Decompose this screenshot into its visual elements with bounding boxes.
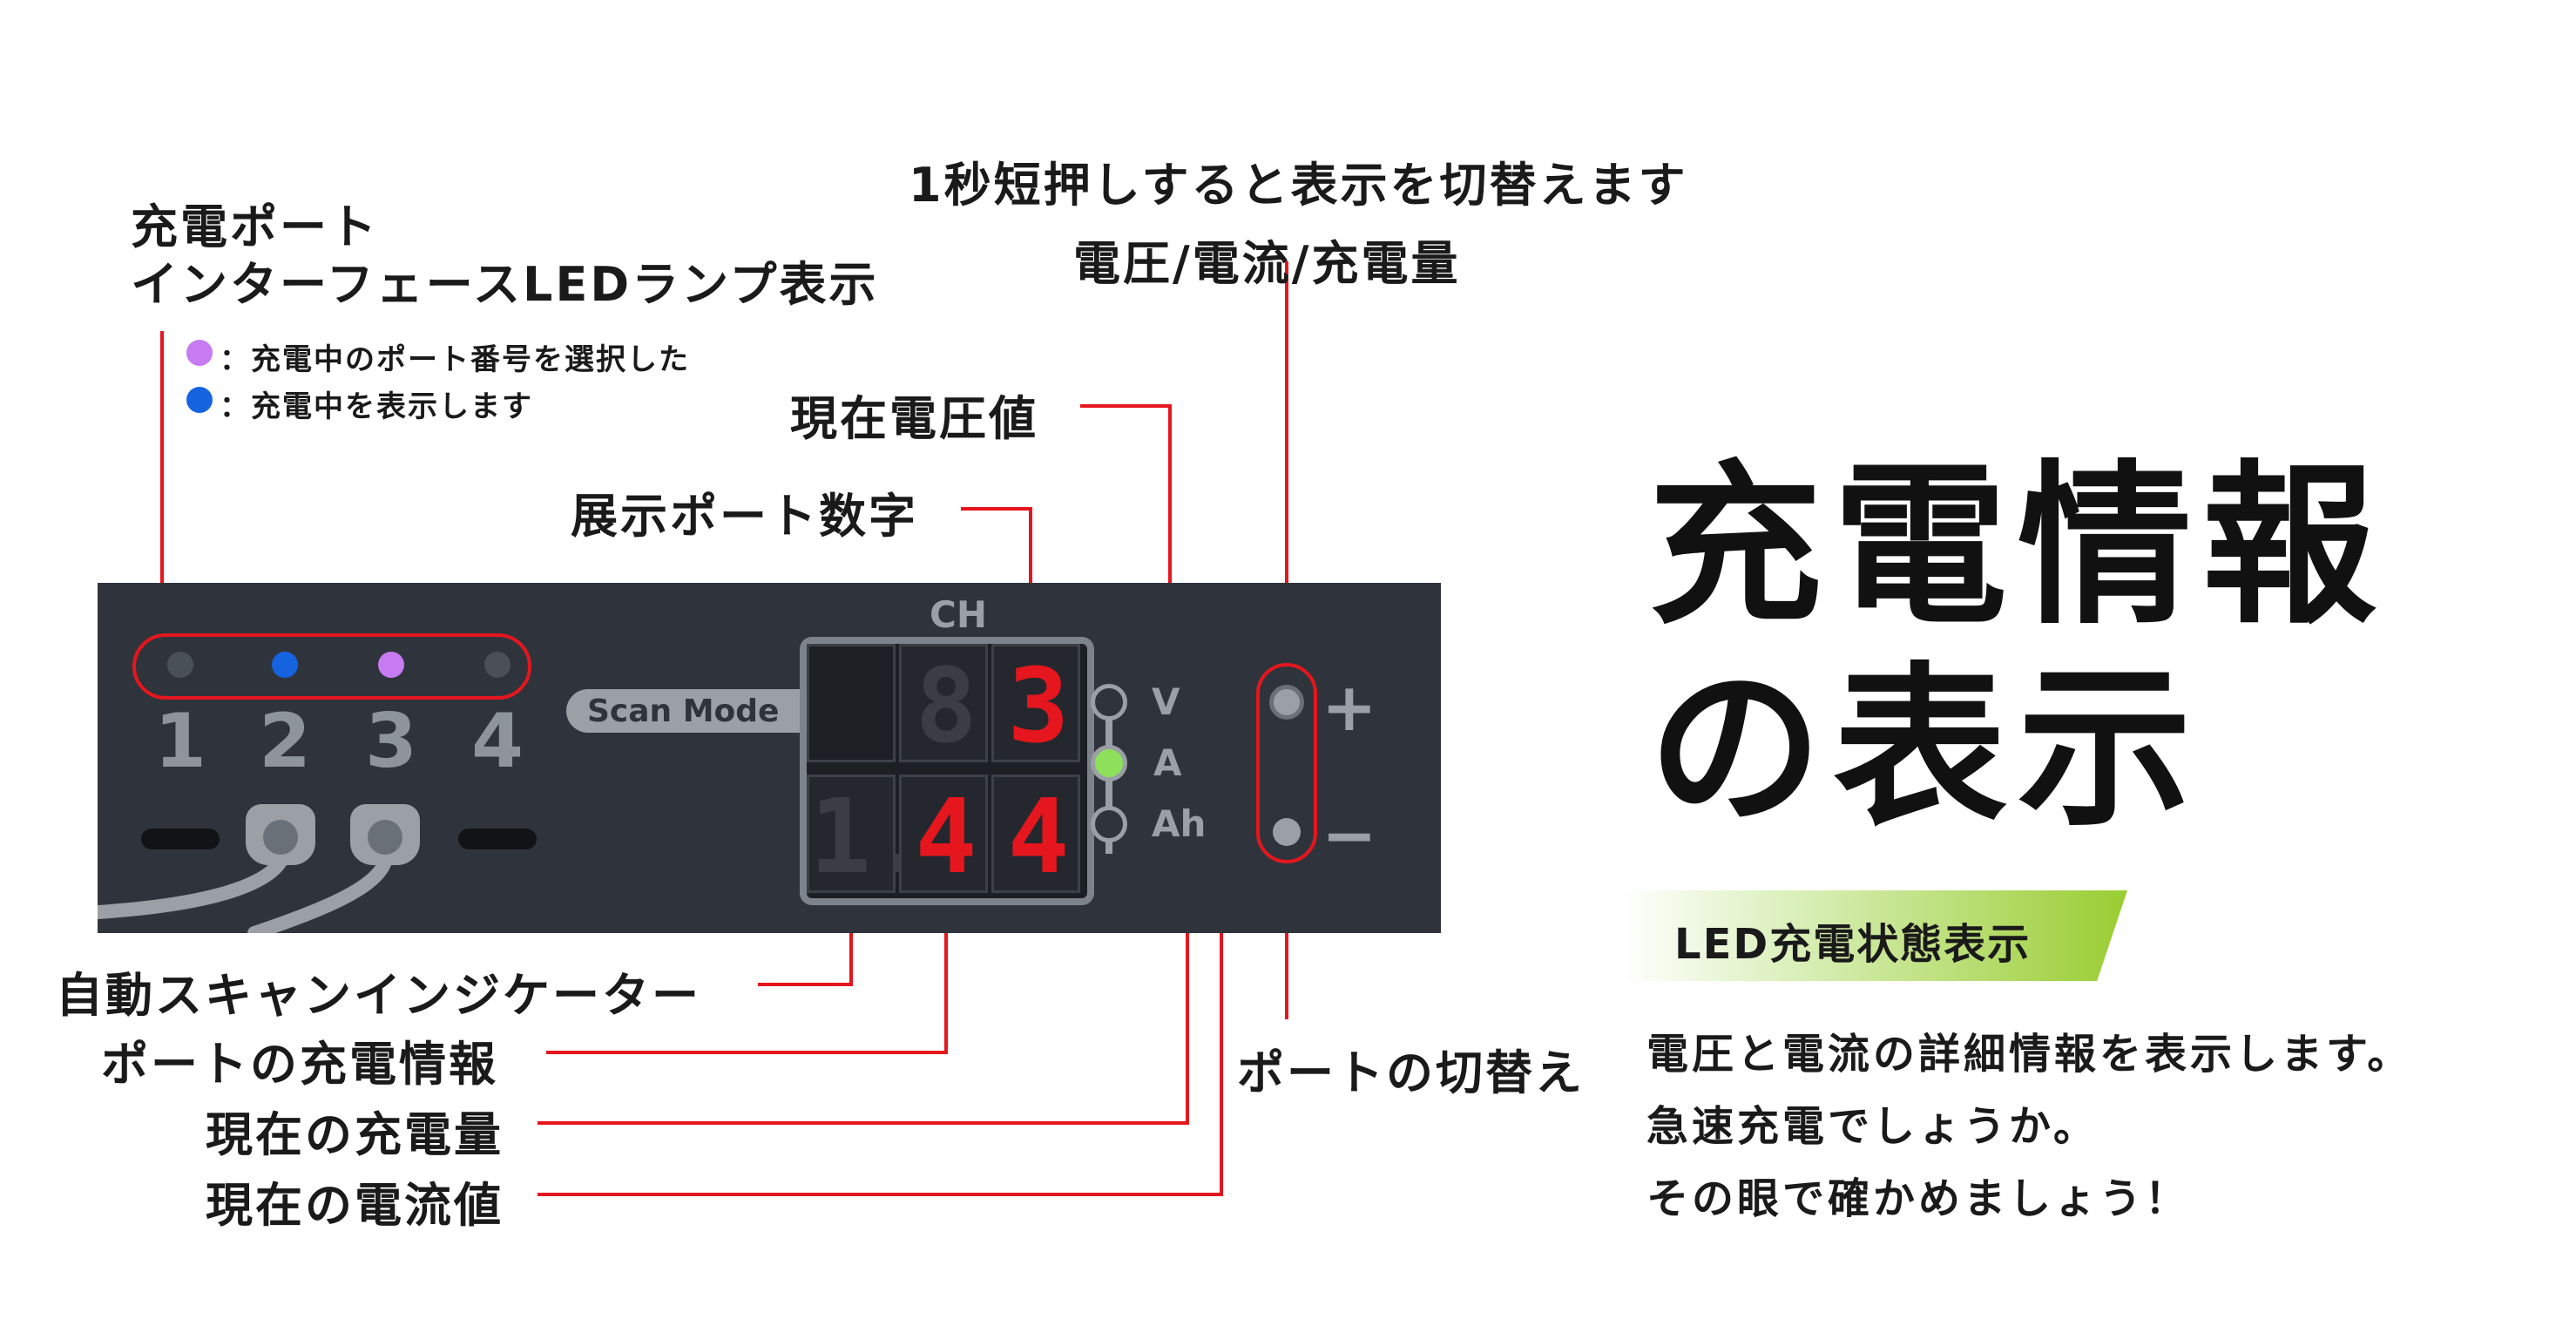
label-port-switch: ポートの切替え (1237, 1045, 1585, 1100)
unit-led-a (1091, 745, 1127, 781)
usb-port-4 (458, 829, 537, 849)
segment-display: 8 3 1. 4 4 (800, 637, 1094, 905)
label-auto-scan: 自動スキャンインジケーター (56, 968, 701, 1023)
display-cell-bottom-3: 4 (991, 775, 1080, 896)
unit-a: A (1153, 741, 1182, 784)
legend-purple-text: ：充電中のポート番号を選択した (220, 342, 690, 377)
port-led-1 (167, 652, 193, 678)
charging-cables (98, 855, 392, 933)
label-port-led-line2: インターフェースLEDランプ表示 (131, 257, 879, 312)
port-number-4: 4 (471, 698, 524, 785)
plus-button[interactable] (1269, 685, 1304, 720)
label-vac-toggle: 電圧/電流/充電量 (1073, 236, 1461, 291)
line-port-charge (546, 890, 948, 1054)
label-port-led-line1: 充電ポート (131, 200, 379, 254)
port-number-3: 3 (365, 698, 417, 785)
hero-title-line2: の表示 (1648, 647, 2203, 850)
display-cell-top-1: 8 (899, 644, 988, 766)
legend-purple-dot (186, 340, 213, 366)
usb-port-1 (141, 829, 220, 849)
display-cell-bottom-2: 4 (899, 775, 988, 896)
led-status-badge-text: LED充電状態表示 (1674, 920, 2032, 969)
body-line-1: 電圧と電流の詳細情報を表示します。 (1646, 1030, 2413, 1079)
digit-bottom-1: 1. (809, 776, 934, 896)
charger-device-panel: 1 2 3 4 Scan Mode CH 8 3 1. 4 4 (98, 583, 1441, 933)
ch-label: CH (930, 593, 987, 636)
body-line-3: その眼で確かめましょう！ (1646, 1174, 2191, 1223)
label-current-amp: 現在の電流値 (206, 1178, 504, 1233)
digit-bottom-2: 4 (915, 776, 977, 896)
led-status-badge: LED充電状態表示 (1622, 890, 2127, 981)
hero-title-line1: 充電情報 (1648, 445, 2388, 648)
port-number-1: 1 (154, 698, 206, 785)
label-current-voltage: 現在電圧値 (790, 391, 1038, 446)
port-led-2 (272, 652, 298, 678)
unit-led-ah (1091, 806, 1127, 842)
port-number-2: 2 (259, 698, 311, 785)
line-current-charge (538, 871, 1189, 1125)
port-led-4 (484, 652, 510, 678)
display-cell-bottom-1: 1. (807, 775, 934, 896)
label-port-number-display: 展示ポート数字 (571, 489, 918, 544)
minus-sign: − (1322, 796, 1377, 874)
unit-v: V (1152, 680, 1180, 723)
unit-led-v (1091, 684, 1127, 721)
legend-blue-dot (186, 387, 213, 413)
body-line-2: 急速充電でしょうか。 (1646, 1102, 2099, 1151)
digit-bottom-3: 4 (1007, 776, 1070, 896)
switch-button-outline (1256, 663, 1317, 863)
port-led-3 (378, 652, 404, 678)
digit-top-2: 3 (1007, 646, 1070, 766)
label-press-switch: 1秒短押しすると表示を切替えます (909, 158, 1688, 213)
minus-button[interactable] (1273, 818, 1301, 846)
port-led-group-outline (132, 633, 531, 700)
digit-top-1: 8 (915, 646, 977, 766)
legend-blue-text: ：充電中を表示します (220, 389, 533, 424)
label-current-charge: 現在の充電量 (206, 1107, 504, 1162)
display-cell-top-2: 3 (991, 644, 1080, 766)
plus-sign: + (1322, 668, 1377, 746)
scan-mode-label: Scan Mode (587, 693, 780, 729)
label-port-charge-info: ポートの充電情報 (101, 1037, 498, 1092)
display-blank-cell (807, 644, 896, 762)
unit-ah: Ah (1152, 802, 1207, 845)
